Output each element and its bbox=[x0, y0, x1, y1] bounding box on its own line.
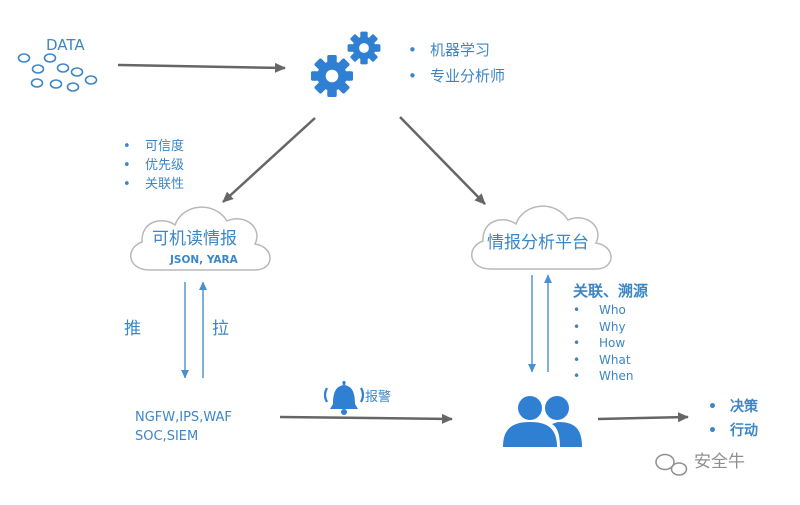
data-to-processing-arrow bbox=[117, 62, 286, 73]
attribute-list: 可信度 优先级 关联性 bbox=[123, 137, 184, 194]
correlation-heading: 关联、溯源 bbox=[573, 282, 649, 300]
data-ellipses-icon bbox=[17, 53, 98, 92]
correlation-item: Why bbox=[573, 319, 633, 336]
processing-to-platform-arrow bbox=[399, 116, 486, 205]
machine-readable-intel-subtitle: JSON, YARA bbox=[170, 254, 238, 266]
alarm-bell-icon bbox=[323, 381, 365, 415]
gears-icon bbox=[311, 31, 381, 97]
correlation-item: Who bbox=[573, 302, 633, 319]
machine-readable-intel-title: 可机读情报 bbox=[152, 229, 237, 249]
processing-list: 机器学习 专业分析师 bbox=[408, 37, 505, 89]
devices-line-1: NGFW,IPS,WAF bbox=[135, 410, 232, 425]
flow-arrows bbox=[117, 62, 689, 424]
processing-to-intel-arrow bbox=[222, 117, 316, 203]
data-label: DATA bbox=[46, 36, 85, 54]
devices-line-2: SOC,SIEM bbox=[135, 429, 199, 444]
devices-to-users-arrow bbox=[279, 413, 453, 424]
correlation-item: What bbox=[573, 352, 633, 369]
pull-label: 拉 bbox=[212, 319, 229, 339]
alert-label: 报警 bbox=[365, 390, 392, 405]
cloud-intel-platform bbox=[471, 205, 612, 270]
outcome-list: 决策 行动 bbox=[708, 395, 758, 443]
brand-name: 安全牛 bbox=[694, 452, 745, 472]
attribute-item: 优先级 bbox=[123, 156, 184, 175]
push-label: 推 bbox=[124, 319, 141, 339]
correlation-item: When bbox=[573, 368, 633, 385]
correlation-item: How bbox=[573, 335, 633, 352]
cloud-machine-readable bbox=[130, 206, 271, 271]
users-icon bbox=[503, 396, 582, 447]
brand-logo-icon bbox=[655, 453, 688, 476]
outcome-item: 决策 bbox=[708, 395, 758, 419]
processing-item: 机器学习 bbox=[408, 37, 505, 63]
outcome-item: 行动 bbox=[708, 419, 758, 443]
attribute-item: 可信度 bbox=[123, 137, 184, 156]
attribute-item: 关联性 bbox=[123, 175, 184, 194]
users-to-outcome-arrow bbox=[597, 412, 689, 423]
correlation-list: Who Why How What When bbox=[573, 302, 633, 385]
processing-item: 专业分析师 bbox=[408, 63, 505, 89]
intel-platform-title: 情报分析平台 bbox=[487, 233, 589, 253]
